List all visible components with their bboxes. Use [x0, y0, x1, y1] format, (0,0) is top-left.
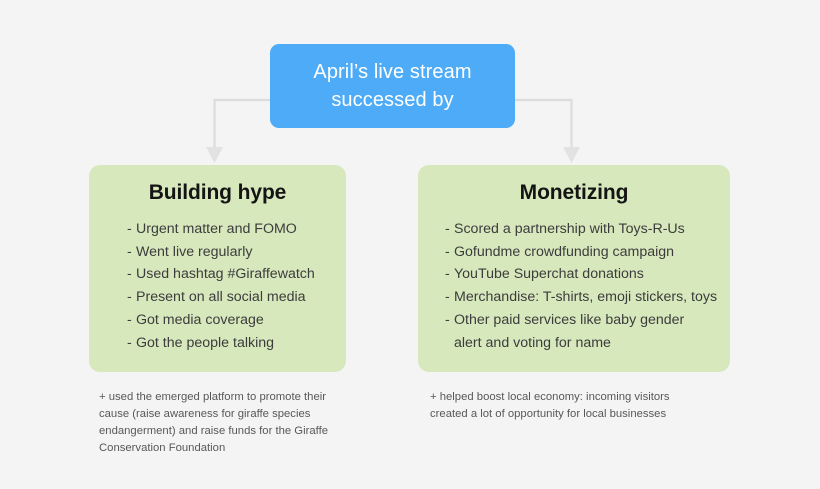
list-item-label: Got the people talking	[136, 334, 275, 351]
list-bullet-dash: -	[127, 243, 132, 260]
connector-left-arrowhead	[206, 147, 223, 163]
list-item-continuation: alert and voting for name	[454, 334, 611, 351]
list-bullet-dash: -	[445, 221, 450, 237]
branch-heading: Monetizing	[519, 181, 629, 204]
list-bullet-dash: -	[127, 221, 132, 237]
branch-card-building-hype[interactable]: Building hype -Urgent matter and FOMO -W…	[89, 165, 346, 372]
branch-list: -Scored a partnership with Toys-R-Us -Go…	[418, 218, 730, 354]
list-item: -Other paid services like baby gender ale…	[445, 309, 730, 354]
list-item-label: Other paid services like baby gender	[454, 311, 685, 328]
list-bullet-dash: -	[445, 311, 450, 328]
list-item: -Got the people talking	[127, 332, 346, 355]
connector-right-arrowhead	[563, 147, 580, 163]
list-item: -YouTube Superchat donations	[445, 263, 730, 286]
list-item-label: Got media coverage	[136, 311, 264, 328]
list-bullet-dash: -	[445, 243, 450, 260]
branch-card-monetizing[interactable]: Monetizing -Scored a partnership with To…	[418, 165, 730, 372]
list-item-label: Present on all social media	[136, 289, 306, 306]
list-bullet-dash: -	[445, 289, 450, 306]
list-item: -Gofundme crowdfunding campaign	[445, 241, 730, 264]
branch-footnote-building-hype: + used the emerged platform to promote t…	[99, 391, 329, 454]
list-item: -Got media coverage	[127, 309, 346, 332]
list-item: -Merchandise: T-shirts, emoji stickers, …	[445, 286, 730, 309]
root-node-title: April’s live stream successed by	[313, 60, 472, 111]
branch-list: -Urgent matter and FOMO -Went live regul…	[89, 218, 346, 354]
branch-heading: Building hype	[148, 181, 287, 204]
list-bullet-dash: -	[445, 266, 450, 283]
connector-right-path	[515, 98, 573, 148]
list-bullet-dash: -	[127, 311, 132, 328]
list-item-label: Merchandise: T-shirts, emoji stickers, t…	[454, 289, 718, 306]
connector-left-path	[213, 98, 270, 148]
list-bullet-dash: -	[127, 289, 132, 306]
list-item-label: Urgent matter and FOMO	[136, 221, 297, 237]
list-item-label: Gofundme crowdfunding campaign	[454, 243, 675, 260]
list-bullet-dash: -	[127, 334, 132, 351]
list-item: -Present on all social media	[127, 286, 346, 309]
list-item-label: YouTube Superchat donations	[454, 266, 644, 283]
list-item: -Scored a partnership with Toys-R-Us	[445, 218, 730, 241]
root-node[interactable]: April’s live stream successed by	[270, 44, 515, 128]
list-item-label: Scored a partnership with Toys-R-Us	[454, 221, 685, 237]
list-bullet-dash: -	[127, 266, 132, 283]
list-item-label: Used hashtag #Giraffewatch	[136, 266, 315, 283]
branch-footnote-monetizing: + helped boost local economy: incoming v…	[430, 391, 670, 420]
list-item: -Urgent matter and FOMO	[127, 218, 346, 241]
list-item: -Went live regularly	[127, 241, 346, 264]
list-item: -Used hashtag #Giraffewatch	[127, 263, 346, 286]
list-item-label: Went live regularly	[136, 243, 253, 260]
